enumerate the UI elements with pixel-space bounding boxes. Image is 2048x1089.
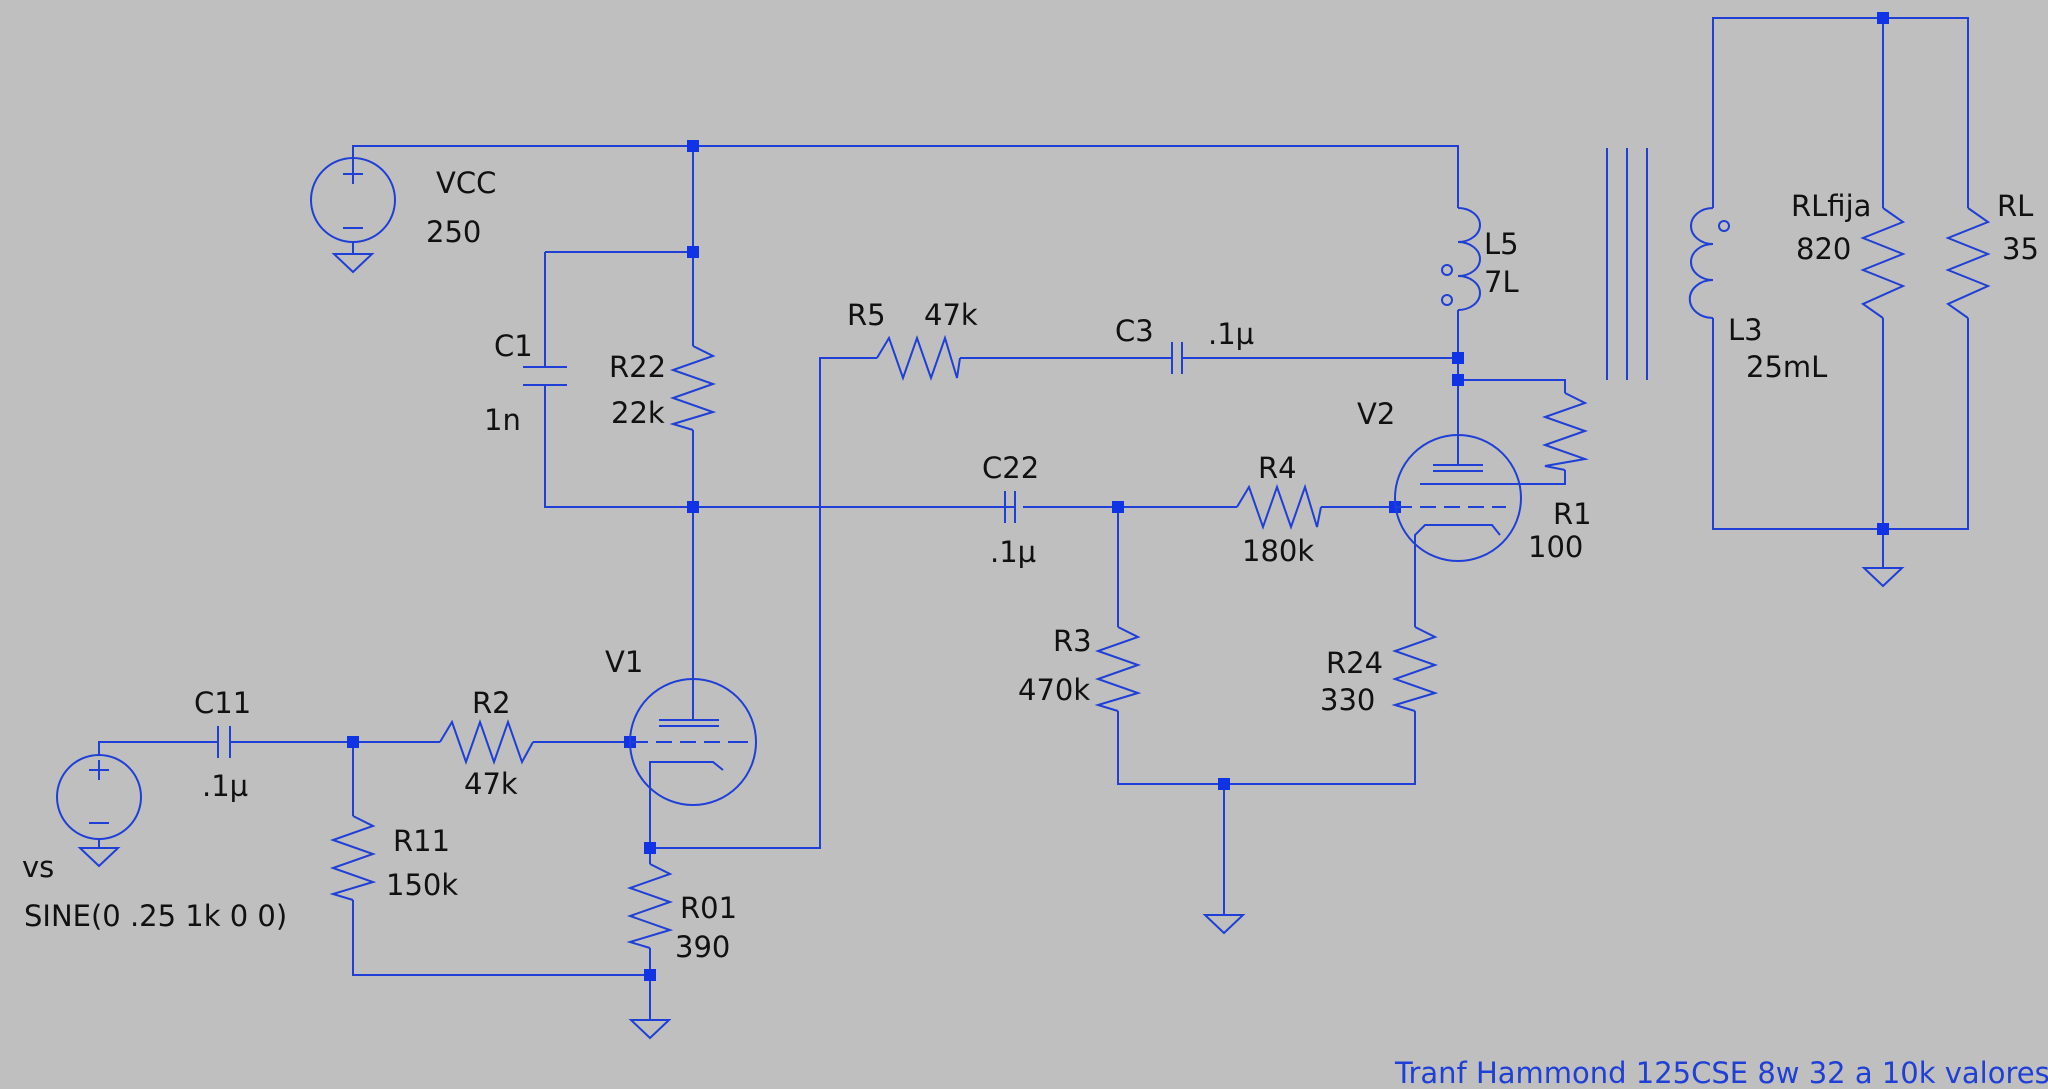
resistor-r5[interactable] [876,334,961,382]
wires [98,17,1969,1020]
capacitor-c3[interactable] [1171,342,1183,374]
label-r1-name: R1 [1553,497,1592,531]
transformer-core [1606,148,1648,380]
resistor-r01[interactable] [626,863,674,949]
junction-dot [1218,778,1230,790]
junction-dot [347,736,359,748]
junction-dot [687,140,699,152]
ground-symbols [628,567,1905,1040]
label-r11-name: R11 [393,824,450,858]
label-c22-name: C22 [982,451,1039,485]
junction-dot [1452,352,1464,364]
resistor-r1[interactable] [1541,392,1589,471]
label-c3-value: .1µ [1208,317,1254,351]
label-rlfija-value: 820 [1796,232,1851,266]
ground-icon [1861,567,1905,588]
junction-dot [687,501,699,513]
label-c3-name: C3 [1115,314,1154,348]
resistor-r11[interactable] [329,815,377,901]
label-r1-value: 100 [1528,530,1583,564]
label-r24-value: 330 [1320,683,1375,717]
label-v1-name: V1 [605,645,643,679]
junction-dot [644,842,656,854]
label-vcc-name: VCC [436,166,496,200]
resistor-rl[interactable] [1945,207,1991,319]
label-r3-name: R3 [1053,624,1092,658]
label-r2-name: R2 [472,686,511,720]
junction-dot [1877,12,1889,24]
label-vs-name: vs [22,850,54,884]
ground-icon [1202,914,1246,935]
label-rlfija-name: RLfija [1791,189,1871,223]
tube-v2[interactable] [1394,434,1522,566]
junction-dot [1452,374,1464,386]
label-r11-value: 150k [386,868,458,902]
label-c11-value: .1µ [202,769,248,803]
component-labels: VCC 250 C1 1n R22 22k R5 47k C3 .1µ L5 7… [22,166,2039,964]
label-r3-value: 470k [1018,673,1090,707]
ground-icon [628,1019,672,1040]
label-vs-value: SINE(0 .25 1k 0 0) [24,899,287,933]
label-r5-value: 47k [924,298,978,332]
tube-v1[interactable] [629,676,757,806]
label-r01-value: 390 [675,930,730,964]
vs-source[interactable] [56,754,142,868]
capacitor-c11[interactable] [217,726,231,758]
label-c1-value: 1n [484,403,521,437]
junction-dot [1877,523,1889,535]
label-r5-name: R5 [847,298,886,332]
label-r4-name: R4 [1258,451,1297,485]
resistor-r3[interactable] [1094,626,1142,712]
label-l3-value: 25mL [1746,350,1827,384]
junction-dot [644,969,656,981]
label-rl-value: 35 [2002,232,2039,266]
label-c11-name: C11 [194,686,251,720]
inductor-l3[interactable] [1688,207,1730,319]
resistor-r24[interactable] [1391,626,1439,712]
label-vcc-value: 250 [426,215,481,249]
resistor-r22[interactable] [669,345,717,431]
label-rl-name: RL [1997,189,2033,223]
label-v2-name: V2 [1357,397,1395,431]
label-r01-name: R01 [680,891,737,925]
label-l5-value: 7L [1484,265,1519,299]
label-l5-name: L5 [1484,227,1519,261]
label-r2-value: 47k [464,767,518,801]
capacitor-c22[interactable] [1004,491,1016,523]
junction-dot [687,246,699,258]
inductor-l5[interactable] [1441,207,1481,311]
label-r24-name: R24 [1326,646,1383,680]
capacitor-c1[interactable] [523,366,567,386]
resistor-r4[interactable] [1236,483,1322,531]
resistor-rlfija[interactable] [1860,207,1906,319]
label-r4-value: 180k [1242,534,1314,568]
label-r22-name: R22 [609,350,666,384]
label-r22-value: 22k [611,396,665,430]
vcc-source[interactable] [310,157,396,274]
junctions [347,12,1889,981]
label-c22-value: .1µ [990,535,1036,569]
resistor-r2[interactable] [439,718,534,766]
label-l3-name: L3 [1728,313,1763,347]
schematic-note: Tranf Hammond 125CSE 8w 32 a 10k valores [1394,1056,2048,1089]
label-c1-name: C1 [494,329,533,363]
junction-dot [1112,501,1124,513]
